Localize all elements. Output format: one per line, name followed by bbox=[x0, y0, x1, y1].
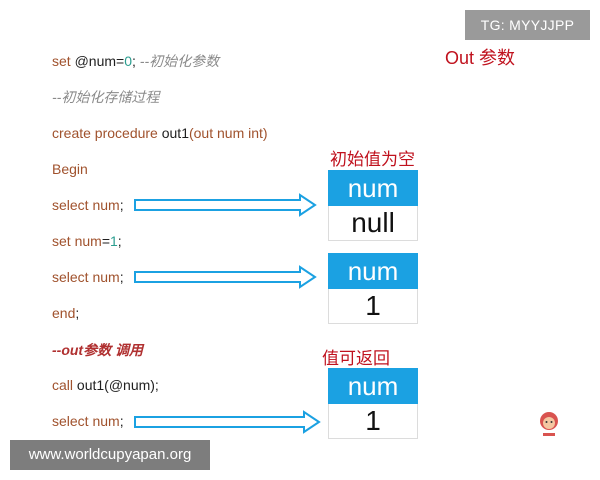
label-return-value: 值可返回 bbox=[322, 349, 390, 368]
code-keyword: set bbox=[52, 53, 75, 69]
result-table-2: num 1 bbox=[328, 253, 418, 324]
code-semicolon: ; bbox=[75, 305, 80, 321]
code-call: out1(@num); bbox=[76, 377, 159, 393]
code-line-3: create procedure out1(out num int) bbox=[52, 124, 268, 142]
code-operator: = bbox=[116, 53, 125, 69]
code-line-10: call out1(@num); bbox=[52, 376, 159, 394]
code-number: 1 bbox=[110, 233, 118, 249]
code-keyword: call bbox=[52, 377, 77, 393]
code-semicolon: ; bbox=[119, 413, 124, 429]
code-params: (out num int) bbox=[188, 125, 268, 141]
result-table-cell: 1 bbox=[328, 289, 418, 324]
code-line-7: select num; bbox=[52, 268, 124, 286]
result-table-header: num bbox=[328, 253, 418, 289]
code-number: 0 bbox=[124, 53, 133, 69]
section-title: Out 参数 bbox=[445, 48, 516, 68]
result-table-1: num null bbox=[328, 170, 418, 241]
watermark-bottom-left: www.worldcupyapan.org bbox=[10, 440, 210, 470]
result-table-cell: 1 bbox=[328, 404, 418, 439]
code-line-11: select num; bbox=[52, 412, 124, 430]
watermark-top-right: TG: MYYJJPP bbox=[465, 10, 590, 40]
code-keyword: Begin bbox=[52, 161, 88, 177]
result-table-header: num bbox=[328, 170, 418, 206]
result-table-3: num 1 bbox=[328, 368, 418, 439]
code-keyword: select bbox=[52, 269, 93, 285]
code-line-8: end; bbox=[52, 304, 79, 322]
code-comment: --初始化参数 bbox=[135, 53, 220, 69]
label-initial-null: 初始值为空 bbox=[330, 150, 415, 169]
result-table-header: num bbox=[328, 368, 418, 404]
code-semicolon: ; bbox=[117, 233, 122, 249]
code-line-2: --初始化存储过程 bbox=[52, 88, 159, 106]
code-variable: num bbox=[74, 233, 102, 249]
code-line-5: select num; bbox=[52, 196, 124, 214]
code-semicolon: ; bbox=[119, 197, 124, 213]
code-keyword: select bbox=[52, 413, 93, 429]
code-procedure-name: out1 bbox=[161, 125, 189, 141]
arrow-right-icon bbox=[134, 193, 317, 217]
code-keyword: create procedure bbox=[52, 125, 162, 141]
arrow-right-icon bbox=[134, 410, 321, 434]
code-operator: = bbox=[101, 233, 110, 249]
code-semicolon: ; bbox=[132, 53, 136, 69]
code-comment: --out参数 调用 bbox=[52, 342, 143, 358]
code-line-4: Begin bbox=[52, 160, 88, 178]
code-keyword: set bbox=[52, 233, 75, 249]
code-variable: num bbox=[92, 197, 120, 213]
arrow-right-icon bbox=[134, 265, 317, 289]
code-comment: --初始化存储过程 bbox=[52, 89, 160, 105]
result-table-cell: null bbox=[328, 206, 418, 241]
monkey-logo-icon bbox=[540, 412, 558, 436]
code-semicolon: ; bbox=[119, 269, 124, 285]
code-variable: @num bbox=[74, 53, 117, 69]
code-variable: num bbox=[92, 269, 120, 285]
code-line-9: --out参数 调用 bbox=[52, 341, 143, 359]
code-keyword: select bbox=[52, 197, 93, 213]
code-line-6: set num=1; bbox=[52, 232, 122, 250]
code-keyword: end bbox=[52, 305, 76, 321]
code-line-1: set @num=0; --初始化参数 bbox=[52, 52, 219, 70]
code-variable: num bbox=[92, 413, 120, 429]
